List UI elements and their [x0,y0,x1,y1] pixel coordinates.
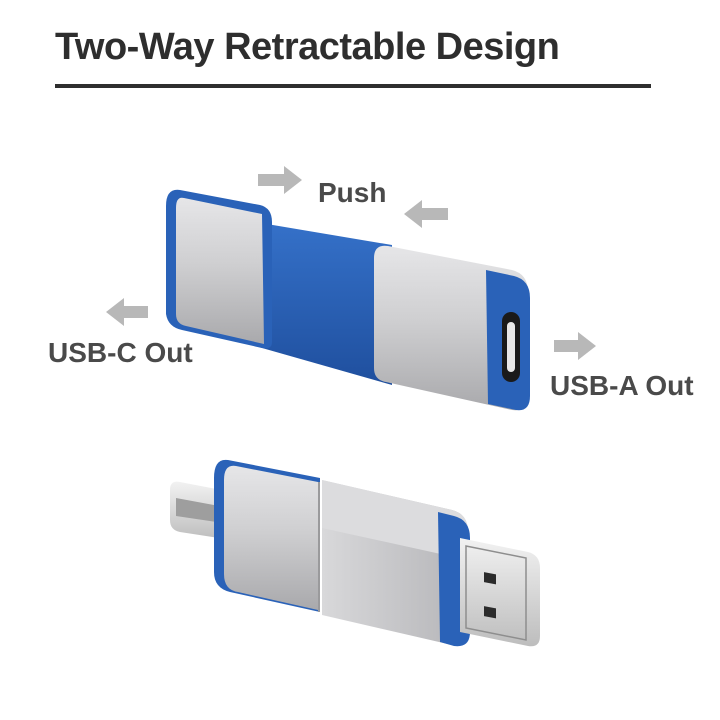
arrow-right-icon [554,332,596,360]
usb-a-out-label: USB-A Out [550,370,694,401]
usb-drive-usb-a [170,459,540,647]
arrow-left-icon [404,200,448,228]
push-label: Push [318,177,387,208]
usb-c-out-label: USB-C Out [48,337,193,368]
arrow-right-icon [258,166,302,194]
arrow-left-icon [106,298,148,326]
usb-drive-extended [166,189,530,411]
title-underline [55,84,651,88]
page-title: Two-Way Retractable Design [55,26,560,68]
